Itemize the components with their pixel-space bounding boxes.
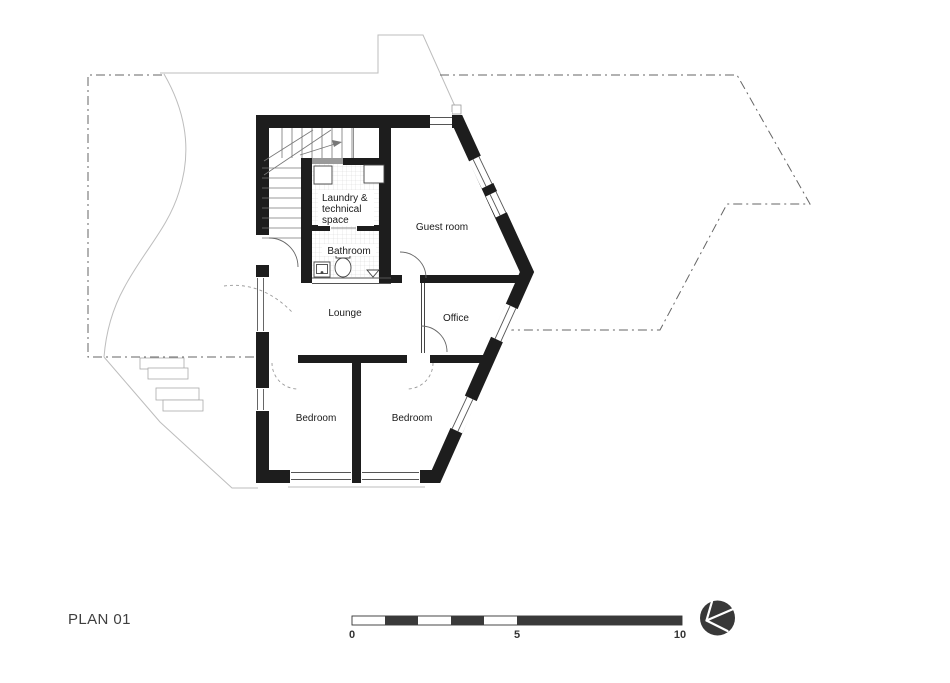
wall-openings — [254, 112, 521, 484]
sheet-title: PLAN 01 — [68, 611, 131, 628]
room-label-guest-room: Guest room — [416, 222, 468, 233]
room-label-laundry-line1: Laundry & — [322, 193, 368, 204]
site-outline — [103, 34, 462, 489]
scale-tick-10: 10 — [674, 629, 686, 641]
architect-logo-icon — [700, 600, 737, 636]
door-arcs — [223, 237, 448, 390]
scale-bar: 0 5 10 — [349, 615, 686, 641]
label-halo — [318, 190, 374, 226]
scale-tick-5: 5 — [514, 629, 520, 641]
room-label-office: Office — [443, 313, 469, 324]
shower-drain-icon — [366, 269, 380, 278]
sink-icon — [313, 261, 331, 278]
room-label-laundry-line2: technical — [322, 204, 361, 215]
window-glazing — [257, 117, 517, 480]
washer-icon — [313, 165, 333, 185]
room-label-bedroom-right: Bedroom — [392, 413, 433, 424]
scale-tick-0: 0 — [349, 629, 355, 641]
room-label-laundry-line3: space — [322, 215, 349, 226]
room-label-bedroom-left: Bedroom — [296, 413, 337, 424]
terrace-steps — [139, 357, 204, 412]
room-labels: Laundry & technical space Bathroom Guest… — [296, 190, 469, 424]
washer-icon — [363, 164, 385, 184]
boundary-dashdot — [87, 74, 811, 358]
label-halo — [322, 244, 376, 256]
room-label-bathroom: Bathroom — [327, 246, 370, 257]
room-label-lounge: Lounge — [328, 308, 362, 319]
staircase — [262, 128, 354, 239]
stair-direction-arrow-icon — [299, 140, 342, 156]
